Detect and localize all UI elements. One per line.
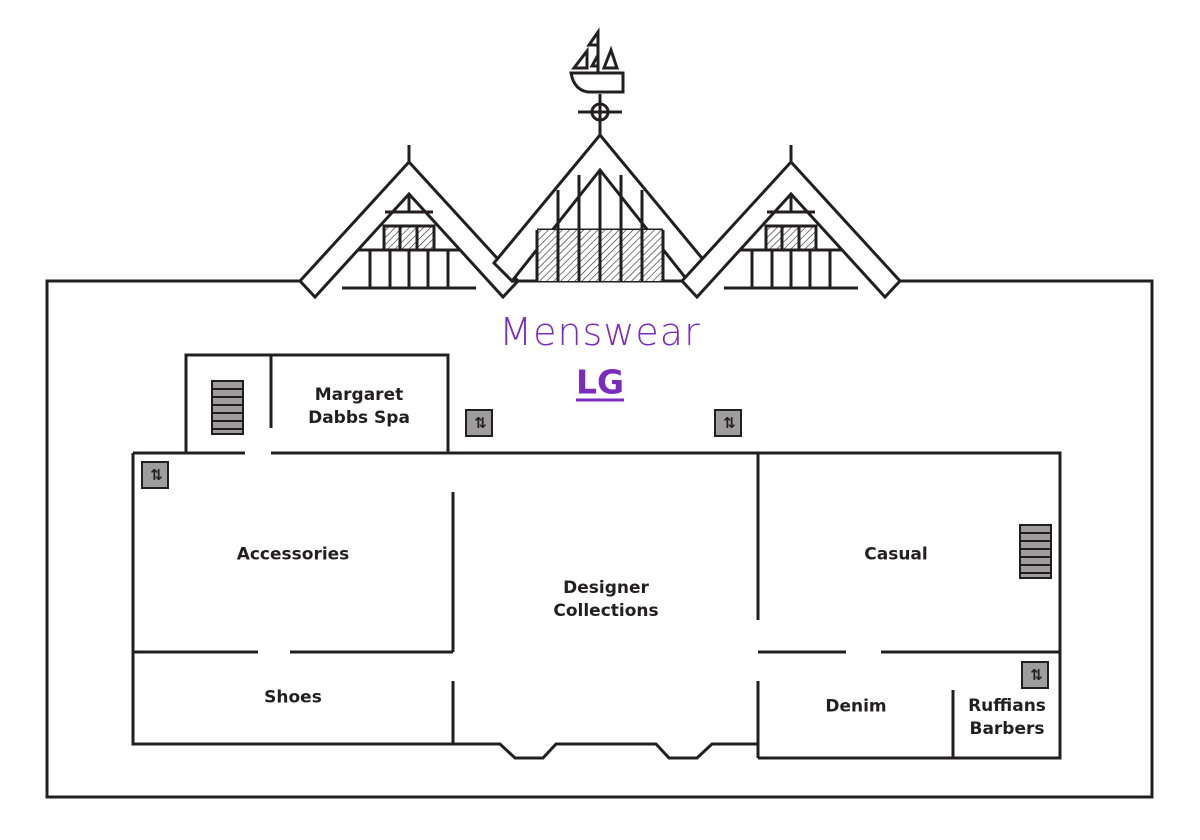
lift-arrows: ⇅ [1030,665,1042,684]
lift-arrows: ⇅ [723,413,735,432]
area-label-accessories[interactable]: Accessories [236,544,350,565]
area-label-ruffians-barbers[interactable]: Ruffians Barbers [968,696,1046,739]
area-label-shoes[interactable]: Shoes [264,687,322,708]
left-gable [297,145,521,300]
right-gable [679,145,903,300]
area-label-casual[interactable]: Casual [864,544,928,565]
lift-arrows: ⇅ [150,465,162,484]
spa-block-walls [184,353,450,453]
lift-icon: ⇅ [465,409,493,437]
store-walls [131,451,1062,760]
area-label-designer-collections[interactable]: Designer Collections [553,578,659,621]
floor-level-link[interactable]: LG [575,362,625,402]
lift-icon: ⇅ [141,461,169,489]
stairs-icon [1019,524,1052,579]
center-gable [491,118,709,284]
stairs-icon [211,380,244,435]
ship-weathervane-icon [569,27,625,135]
department-title: Menswear [499,310,701,354]
lift-arrows: ⇅ [474,413,486,432]
lift-icon: ⇅ [1021,661,1049,689]
building-outline [45,279,1154,799]
area-label-margaret-dabbs-spa[interactable]: Margaret Dabbs Spa [308,385,410,428]
area-label-denim[interactable]: Denim [825,696,887,717]
lift-icon: ⇅ [714,409,742,437]
